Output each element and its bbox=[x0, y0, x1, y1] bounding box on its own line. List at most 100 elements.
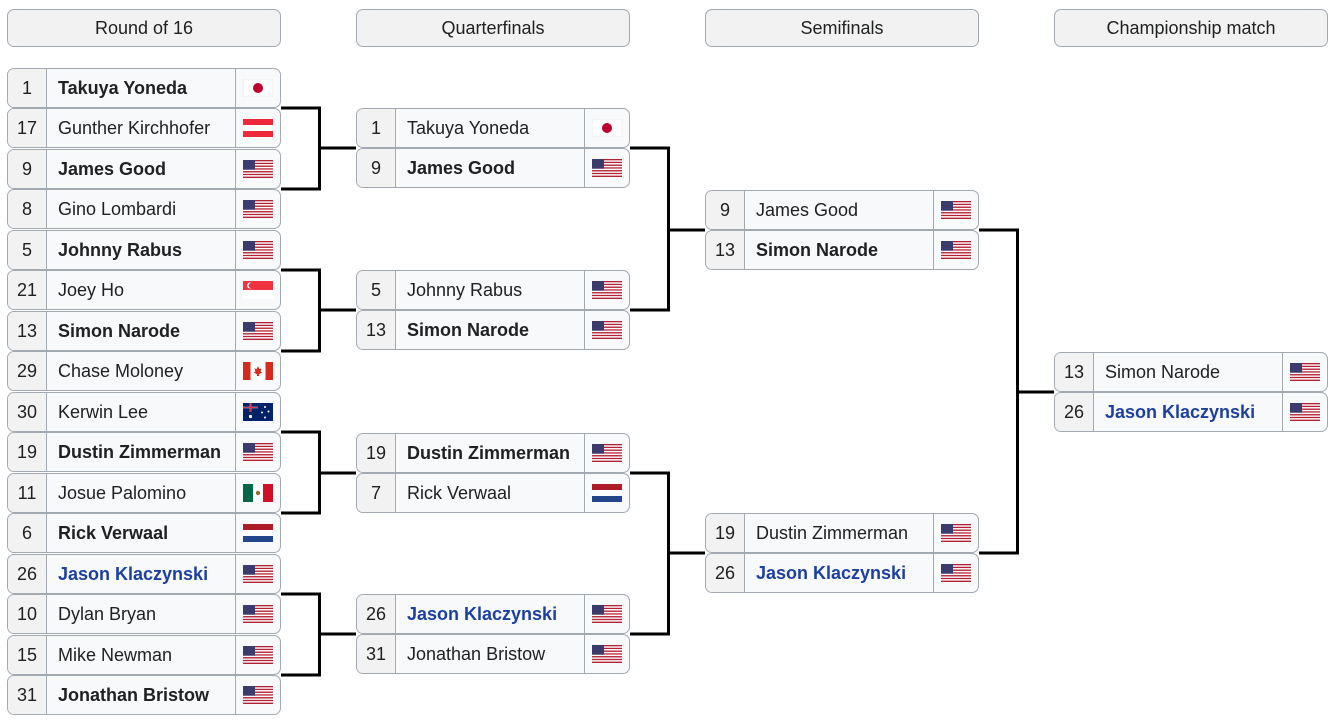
player-slot: 31 Jonathan Bristow bbox=[7, 675, 281, 715]
player-name: Jason Klaczynski bbox=[756, 562, 907, 583]
player-seed: 19 bbox=[706, 514, 745, 552]
player-seed: 21 bbox=[8, 271, 47, 309]
mexico-flag-icon bbox=[235, 474, 280, 512]
player-seed: 13 bbox=[706, 231, 745, 269]
usa-flag-icon bbox=[235, 312, 280, 350]
player-seed: 1 bbox=[357, 109, 396, 147]
usa-flag-icon bbox=[1282, 353, 1327, 391]
player-slot: 13 Simon Narode bbox=[705, 230, 979, 270]
player-name: Johnny Rabus bbox=[407, 279, 523, 300]
player-seed: 11 bbox=[8, 474, 47, 512]
usa-flag-icon bbox=[235, 433, 280, 471]
singapore-flag-icon bbox=[235, 271, 280, 309]
player-name: Dustin Zimmerman bbox=[407, 442, 571, 463]
player-name: Mike Newman bbox=[58, 644, 173, 665]
round-header-championship: Championship match bbox=[1054, 9, 1328, 47]
player-seed: 5 bbox=[8, 231, 47, 269]
player-slot: 26 Jason Klaczynski bbox=[1054, 392, 1328, 432]
player-name: James Good bbox=[756, 199, 859, 220]
round-header-semifinals: Semifinals bbox=[705, 9, 979, 47]
player-name: Rick Verwaal bbox=[58, 522, 169, 543]
player-name: Simon Narode bbox=[58, 320, 181, 341]
player-seed: 9 bbox=[8, 150, 47, 188]
player-slot: 9 James Good bbox=[7, 149, 281, 189]
player-name: Simon Narode bbox=[756, 239, 879, 260]
player-name: James Good bbox=[407, 157, 516, 178]
usa-flag-icon bbox=[1282, 393, 1327, 431]
austria-flag-icon bbox=[235, 109, 280, 147]
player-seed: 8 bbox=[8, 190, 47, 228]
player-name: Dylan Bryan bbox=[58, 603, 157, 624]
player-name: Dustin Zimmerman bbox=[756, 522, 909, 543]
round-header-quarterfinals: Quarterfinals bbox=[356, 9, 630, 47]
player-seed: 6 bbox=[8, 514, 47, 552]
player-name: Jonathan Bristow bbox=[407, 643, 546, 664]
player-name: Takuya Yoneda bbox=[58, 77, 188, 98]
usa-flag-icon bbox=[235, 555, 280, 593]
player-name: Gunther Kirchhofer bbox=[58, 117, 211, 138]
japan-flag-icon bbox=[235, 69, 280, 107]
player-name: Jonathan Bristow bbox=[58, 684, 210, 705]
japan-flag-icon bbox=[584, 109, 629, 147]
player-name: Joey Ho bbox=[58, 279, 125, 300]
usa-flag-icon bbox=[933, 554, 978, 592]
player-slot: 19 Dustin Zimmerman bbox=[356, 433, 630, 473]
player-name: James Good bbox=[58, 158, 167, 179]
player-name: Jason Klaczynski bbox=[407, 603, 558, 624]
player-slot: 19 Dustin Zimmerman bbox=[7, 432, 281, 472]
player-seed: 29 bbox=[8, 352, 47, 390]
player-seed: 26 bbox=[1055, 393, 1094, 431]
usa-flag-icon bbox=[584, 311, 629, 349]
player-slot: 5 Johnny Rabus bbox=[7, 230, 281, 270]
usa-flag-icon bbox=[235, 676, 280, 714]
usa-flag-icon bbox=[584, 271, 629, 309]
usa-flag-icon bbox=[584, 635, 629, 673]
round-header-round-of-16: Round of 16 bbox=[7, 9, 281, 47]
player-seed: 1 bbox=[8, 69, 47, 107]
player-name: Dustin Zimmerman bbox=[58, 441, 222, 462]
netherlands-flag-icon bbox=[235, 514, 280, 552]
player-seed: 19 bbox=[8, 433, 47, 471]
netherlands-flag-icon bbox=[584, 474, 629, 512]
player-seed: 10 bbox=[8, 595, 47, 633]
canada-flag-icon bbox=[235, 352, 280, 390]
player-slot: 19 Dustin Zimmerman bbox=[705, 513, 979, 553]
player-seed: 13 bbox=[357, 311, 396, 349]
player-slot: 5 Johnny Rabus bbox=[356, 270, 630, 310]
usa-flag-icon bbox=[235, 595, 280, 633]
player-seed: 30 bbox=[8, 393, 47, 431]
player-name: Jason Klaczynski bbox=[1105, 401, 1256, 422]
usa-flag-icon bbox=[235, 636, 280, 674]
player-name: Johnny Rabus bbox=[58, 239, 183, 260]
player-seed: 31 bbox=[357, 635, 396, 673]
usa-flag-icon bbox=[584, 149, 629, 187]
usa-flag-icon bbox=[235, 231, 280, 269]
player-slot: 6 Rick Verwaal bbox=[7, 513, 281, 553]
player-seed: 19 bbox=[357, 434, 396, 472]
player-name: Rick Verwaal bbox=[407, 482, 512, 503]
australia-flag-icon bbox=[235, 393, 280, 431]
player-name: Simon Narode bbox=[407, 319, 530, 340]
player-seed: 7 bbox=[357, 474, 396, 512]
usa-flag-icon bbox=[933, 191, 978, 229]
player-slot: 1 Takuya Yoneda bbox=[7, 68, 281, 108]
usa-flag-icon bbox=[933, 231, 978, 269]
player-seed: 5 bbox=[357, 271, 396, 309]
player-slot: 7 Rick Verwaal bbox=[356, 473, 630, 513]
player-seed: 31 bbox=[8, 676, 47, 714]
player-seed: 9 bbox=[357, 149, 396, 187]
usa-flag-icon bbox=[584, 434, 629, 472]
